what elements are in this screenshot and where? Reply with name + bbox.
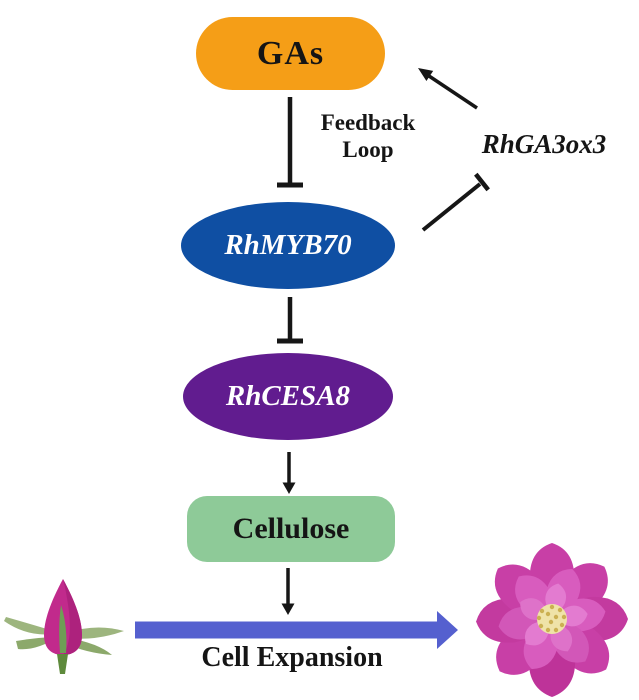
cell-expansion-label: Cell Expansion: [201, 642, 383, 673]
node-cellulose-label: Cellulose: [232, 512, 350, 545]
feedback-loop-label: Feedback Loop: [305, 109, 431, 163]
rose-inner-petals: [520, 583, 588, 652]
rose-bud-image: [4, 579, 124, 674]
activation-arrow-rhcesa8-cellulose: [282, 452, 296, 494]
bud-petals: [44, 579, 82, 655]
node-rhcesa8: RhCESA8: [183, 353, 393, 440]
node-rhmyb70-label: RhMYB70: [224, 229, 352, 261]
bud-stem: [57, 654, 68, 674]
rhga3ox3-label: RhGA3ox3: [481, 129, 607, 159]
rose-stamens: [536, 604, 567, 633]
node-rhmyb70: RhMYB70: [181, 202, 395, 289]
node-rhcesa8-label: RhCESA8: [225, 380, 351, 412]
inhibition-arrow-rhmyb70-rhga3ox3: [421, 172, 490, 232]
inhibition-arrow-gas-rhmyb70: [277, 97, 303, 188]
node-cellulose: Cellulose: [187, 496, 395, 562]
feedback-loop-line2: Loop: [342, 137, 394, 162]
inhibition-arrow-rhmyb70-rhcesa8: [277, 297, 303, 344]
node-gas-label: GAs: [256, 34, 325, 72]
node-gas: GAs: [196, 17, 385, 90]
activation-arrow-rhga3ox3-gas: [418, 68, 478, 110]
rose-center: [536, 604, 567, 634]
activation-arrow-cellulose-expansion: [281, 568, 295, 615]
open-rose-image: [476, 543, 628, 697]
feedback-loop-line1: Feedback: [320, 110, 416, 135]
